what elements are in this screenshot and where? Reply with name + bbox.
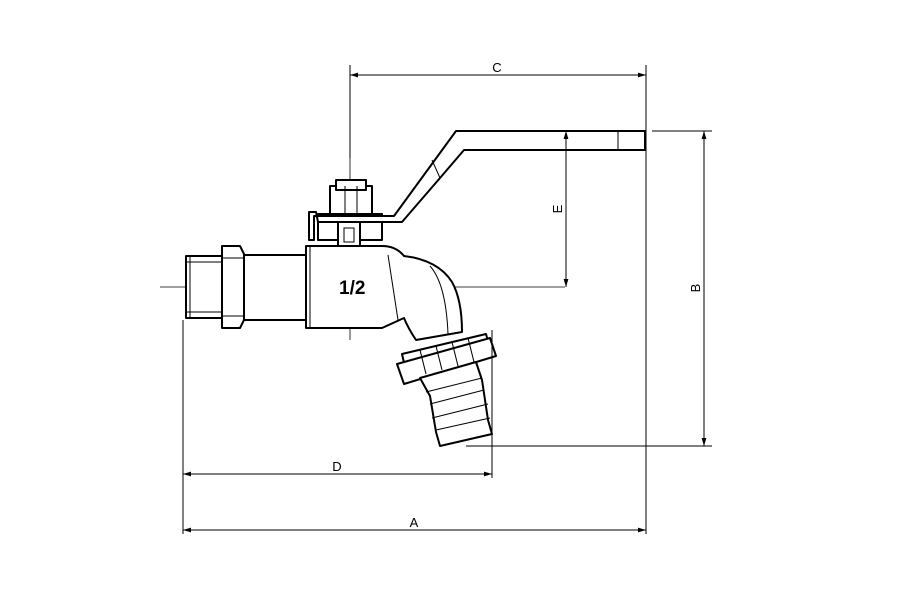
dimension-e-label: E [550, 204, 565, 213]
size-marking: 1/2 [339, 278, 365, 299]
thread-end [185, 255, 223, 319]
lever-handle [308, 130, 646, 241]
dimension-d-label: D [332, 459, 341, 474]
dimension-labels: C A D B E [332, 60, 703, 530]
hose-barb [419, 361, 493, 447]
hex-nut [221, 245, 245, 329]
connector-tube [243, 254, 307, 321]
dimension-a-label: A [410, 515, 419, 530]
ball-valve-outline: 1/2 [185, 130, 646, 447]
dimension-c-label: C [492, 60, 501, 75]
valve-body [305, 245, 463, 341]
dimension-b-label: B [688, 284, 703, 293]
stem-bonnet [317, 179, 383, 247]
dimension-lines [182, 65, 712, 534]
